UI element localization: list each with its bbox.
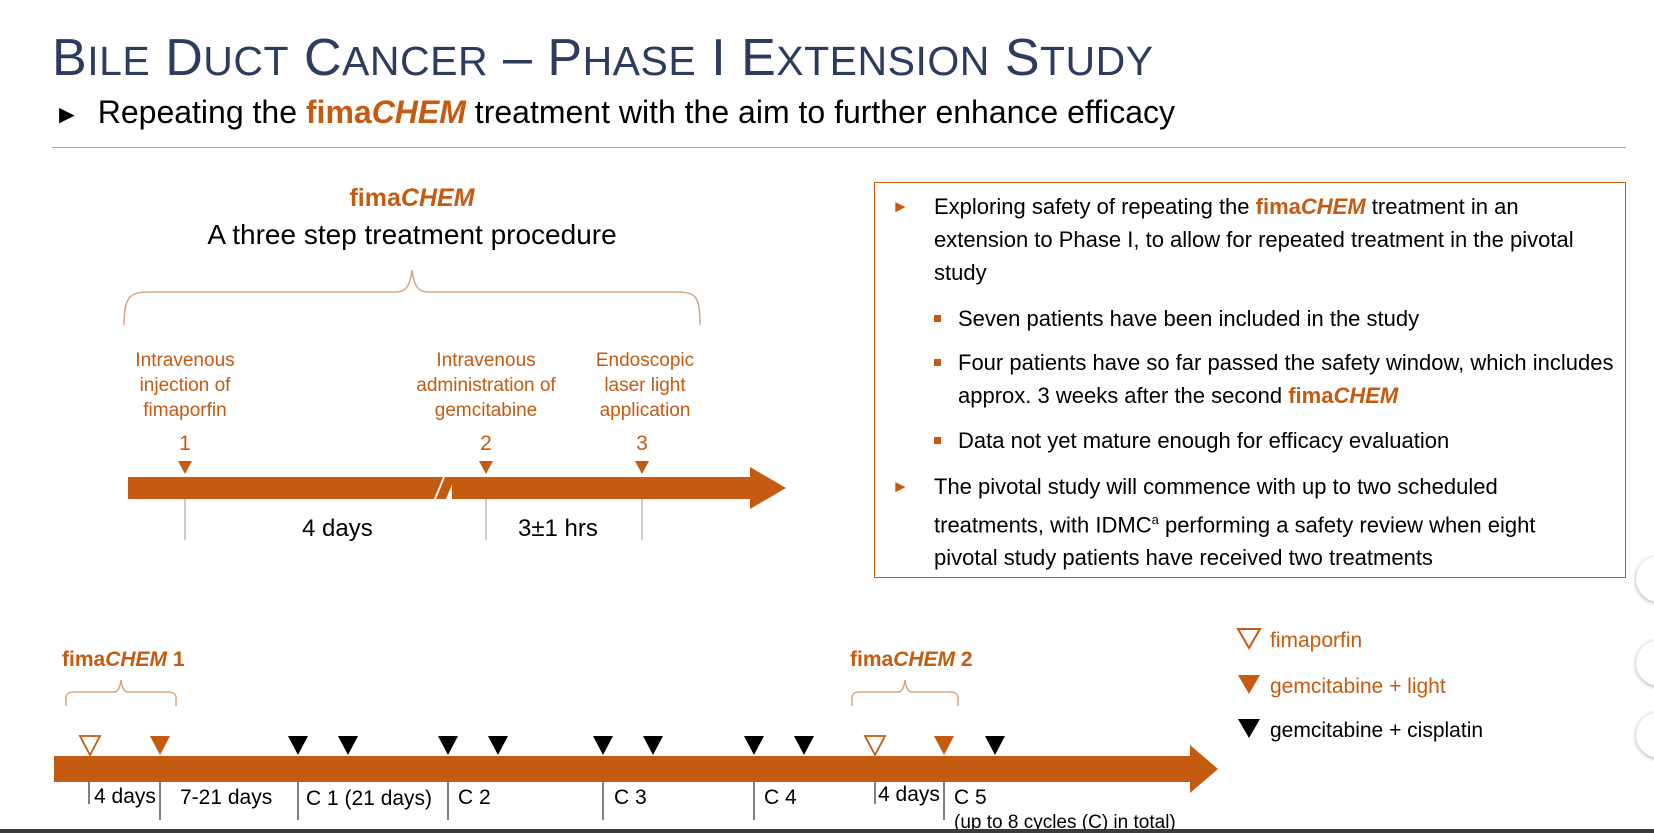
step2-number: 2: [480, 432, 492, 455]
gemcitabine-cisplatin-marker-icon: [794, 736, 814, 755]
procedure-arrow-break-2: [436, 477, 455, 499]
gemcitabine-light-marker-icon: [150, 736, 170, 755]
info-subbullet-1: Seven patients have been included in the…: [934, 302, 1608, 335]
step3-marker-icon: [635, 461, 649, 474]
procedure-arrow-break: [425, 477, 443, 499]
timeline-label: C 5: [954, 786, 987, 809]
slide-title: BILE DUCT CANCER – PHASE I EXTENSION STU…: [52, 29, 1154, 87]
gemcitabine-cisplatin-marker-icon: [744, 736, 764, 755]
filled-triangle-icon: [1236, 716, 1270, 746]
info-bullet-1: ► Exploring safety of repeating the fima…: [892, 190, 1604, 289]
duration-3-hrs: 3±1 hrs: [518, 515, 598, 542]
info-box: [874, 182, 1626, 578]
timeline-label: C 4: [764, 786, 797, 809]
procedure-arrow-body-right: [452, 477, 750, 499]
gemcitabine-cisplatin-marker-icon: [643, 736, 663, 755]
step3-label: Endoscopic laser light application: [595, 350, 695, 421]
gemcitabine-cisplatin-marker-icon: [985, 736, 1005, 755]
fimaporfin-marker-icon: [78, 735, 102, 757]
step2-marker-icon: [479, 461, 493, 474]
step1-label: Intravenous injection of fimaporfin: [135, 350, 235, 421]
slide-subtitle: ►Repeating the fimaCHEM treatment with t…: [54, 92, 1175, 134]
gemcitabine-cisplatin-marker-icon: [338, 736, 358, 755]
square-bullet-icon: [934, 437, 941, 444]
gemcitabine-cisplatin-marker-icon: [438, 736, 458, 755]
gemcitabine-cisplatin-marker-icon: [488, 736, 508, 755]
step3-number: 3: [636, 432, 648, 455]
gemcitabine-light-marker-icon: [934, 736, 954, 755]
title-divider: [52, 147, 1626, 148]
triangle-bullet-icon: ►: [892, 197, 909, 216]
timeline-label: 7-21 days: [180, 786, 273, 809]
triangle-bullet-icon: ►: [54, 99, 80, 129]
duration-4-days: 4 days: [302, 515, 373, 542]
procedure-brace: [123, 269, 701, 326]
timeline-head-2: fimaCHEM 2: [850, 648, 973, 671]
timeline-label: 4 days: [94, 785, 156, 808]
legend-gemcitabine-cisplatin: gemcitabine + cisplatin: [1236, 716, 1483, 746]
edge-control-button[interactable]: [1636, 640, 1654, 686]
timeline-brace-1: [65, 679, 177, 706]
procedure-arrow-body-left: [128, 477, 434, 499]
edge-control-button[interactable]: [1636, 712, 1654, 758]
fimachem-brand: fimaCHEM: [305, 94, 466, 130]
legend-gemcitabine-light: gemcitabine + light: [1236, 672, 1446, 702]
legend-fimaporfin: fimaporfin: [1236, 626, 1362, 656]
fimachem-brand: fimaCHEM: [1288, 383, 1399, 408]
bottom-bar: [0, 829, 1654, 833]
timeline-note: (up to 8 cycles (C) in total): [954, 812, 1176, 833]
info-subbullet-3: Data not yet mature enough for efficacy …: [934, 424, 1608, 457]
gemcitabine-cisplatin-marker-icon: [288, 736, 308, 755]
procedure-subtitle: A three step treatment procedure: [207, 219, 617, 250]
info-bullet-2: ► The pivotal study will commence with u…: [892, 470, 1604, 574]
timeline-label: 4 days: [878, 783, 940, 806]
gemcitabine-cisplatin-marker-icon: [593, 736, 613, 755]
fimaporfin-marker-icon: [863, 735, 887, 757]
square-bullet-icon: [934, 359, 941, 366]
timeline-arrow-tip: [1190, 745, 1218, 793]
timeline-brace-2: [851, 679, 959, 706]
step2-label: Intravenous administration of gemcitabin…: [416, 350, 556, 421]
procedure-arrow-head: [750, 467, 786, 509]
timeline-label: C 2: [458, 786, 491, 809]
square-bullet-icon: [934, 315, 941, 322]
timeline-head-1: fimaCHEM 1: [62, 648, 185, 671]
edge-control-button[interactable]: [1636, 556, 1654, 602]
step1-marker-icon: [178, 461, 192, 474]
timeline-label: C 1 (21 days): [306, 787, 433, 810]
fimachem-brand: fimaCHEM: [1255, 194, 1366, 219]
open-triangle-icon: [1236, 626, 1270, 656]
info-subbullet-2: Four patients have so far passed the saf…: [934, 346, 1618, 412]
filled-triangle-icon: [1236, 672, 1270, 702]
triangle-bullet-icon: ►: [892, 477, 909, 496]
timeline-label: C 3: [614, 786, 647, 809]
step1-number: 1: [179, 432, 191, 455]
procedure-title: fimaCHEM: [349, 184, 475, 212]
timeline-arrow-body: [54, 756, 1196, 782]
